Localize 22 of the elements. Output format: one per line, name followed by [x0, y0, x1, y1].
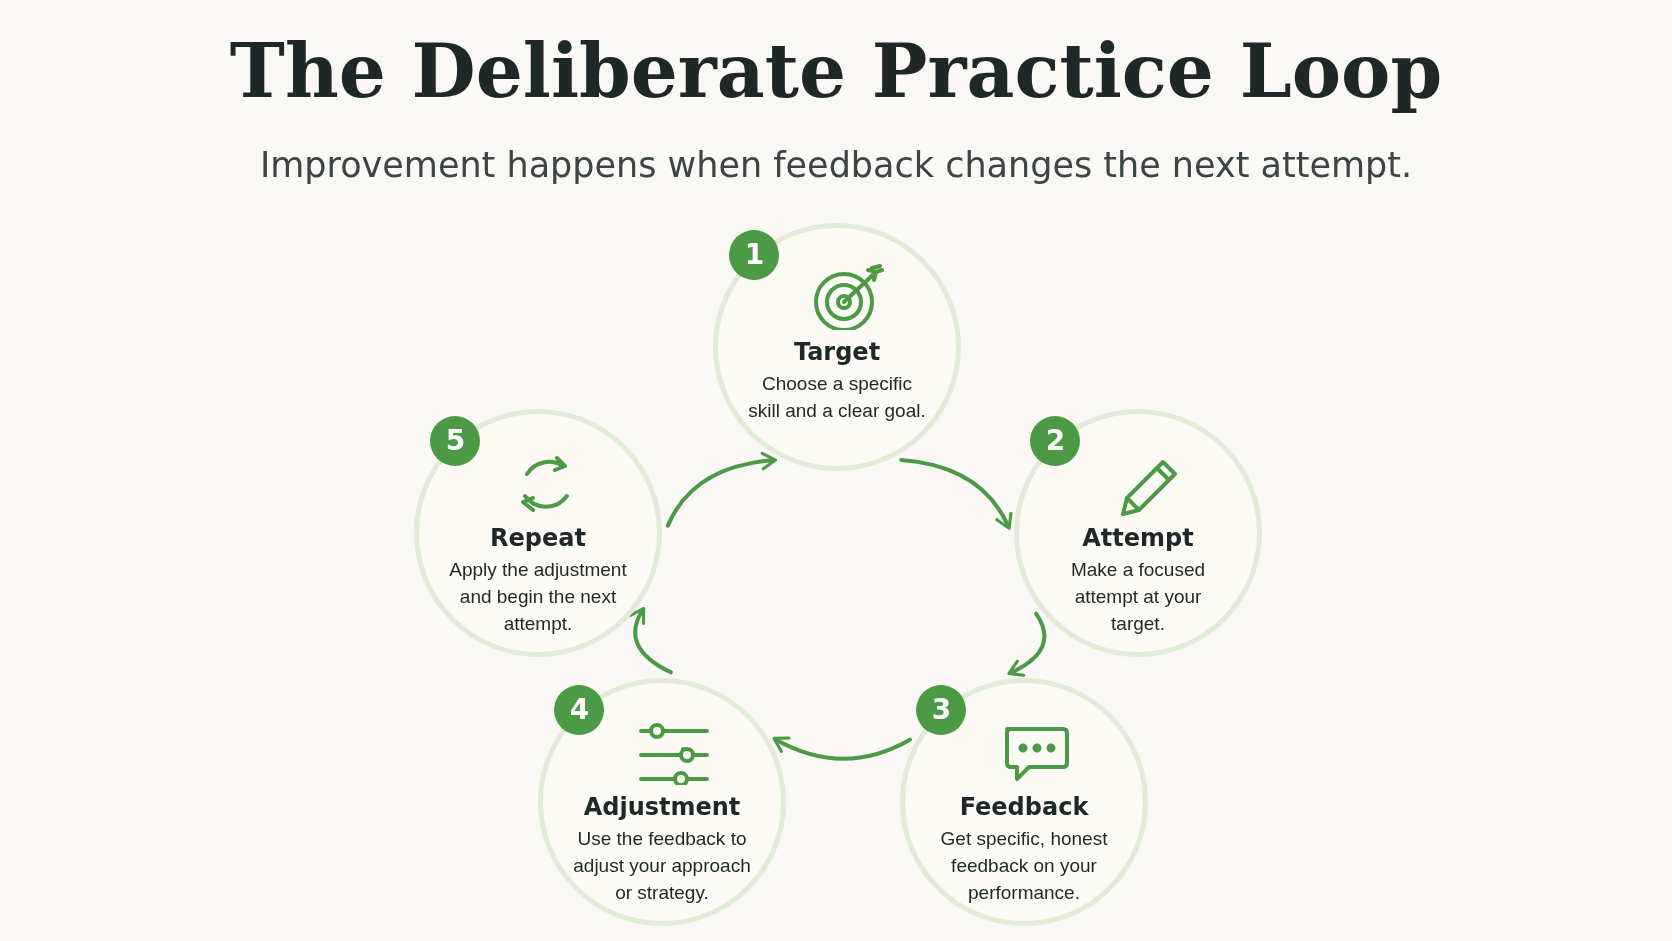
- step-description: Use the feedback to adjust your approach or strategy.: [572, 827, 752, 905]
- cycle-arrow: [630, 607, 673, 675]
- cycle-arrow: [773, 736, 912, 761]
- step-title: Adjustment: [582, 793, 742, 821]
- step-title: Feedback: [958, 793, 1090, 821]
- step-title: Attempt: [1081, 524, 1195, 552]
- step-title: Repeat: [489, 524, 587, 552]
- step-number-badge: 1: [729, 229, 780, 280]
- step-number-badge: 2: [1030, 415, 1081, 466]
- step-number-badge: 3: [916, 684, 967, 735]
- subtitle: Improvement happens when feedback changes the next attempt.: [258, 145, 1414, 185]
- cycle-arrow: [665, 453, 777, 528]
- step-description: Choose a specific skill and a clear goal.: [747, 372, 927, 423]
- step-description: Get specific, honest feedback on your performance.: [939, 827, 1109, 905]
- title: The Deliberate Practice Loop: [228, 28, 1444, 114]
- step-description: Make a focused attempt at your target.: [1069, 558, 1207, 636]
- step-title: Target: [792, 338, 882, 366]
- step-description: Apply the adjustment and begin the next attempt.: [448, 558, 628, 636]
- cycle-arrow: [1008, 611, 1047, 676]
- step-number-badge: 5: [430, 415, 481, 466]
- step-number-badge: 4: [554, 684, 605, 735]
- cycle-arrow: [899, 458, 1012, 529]
